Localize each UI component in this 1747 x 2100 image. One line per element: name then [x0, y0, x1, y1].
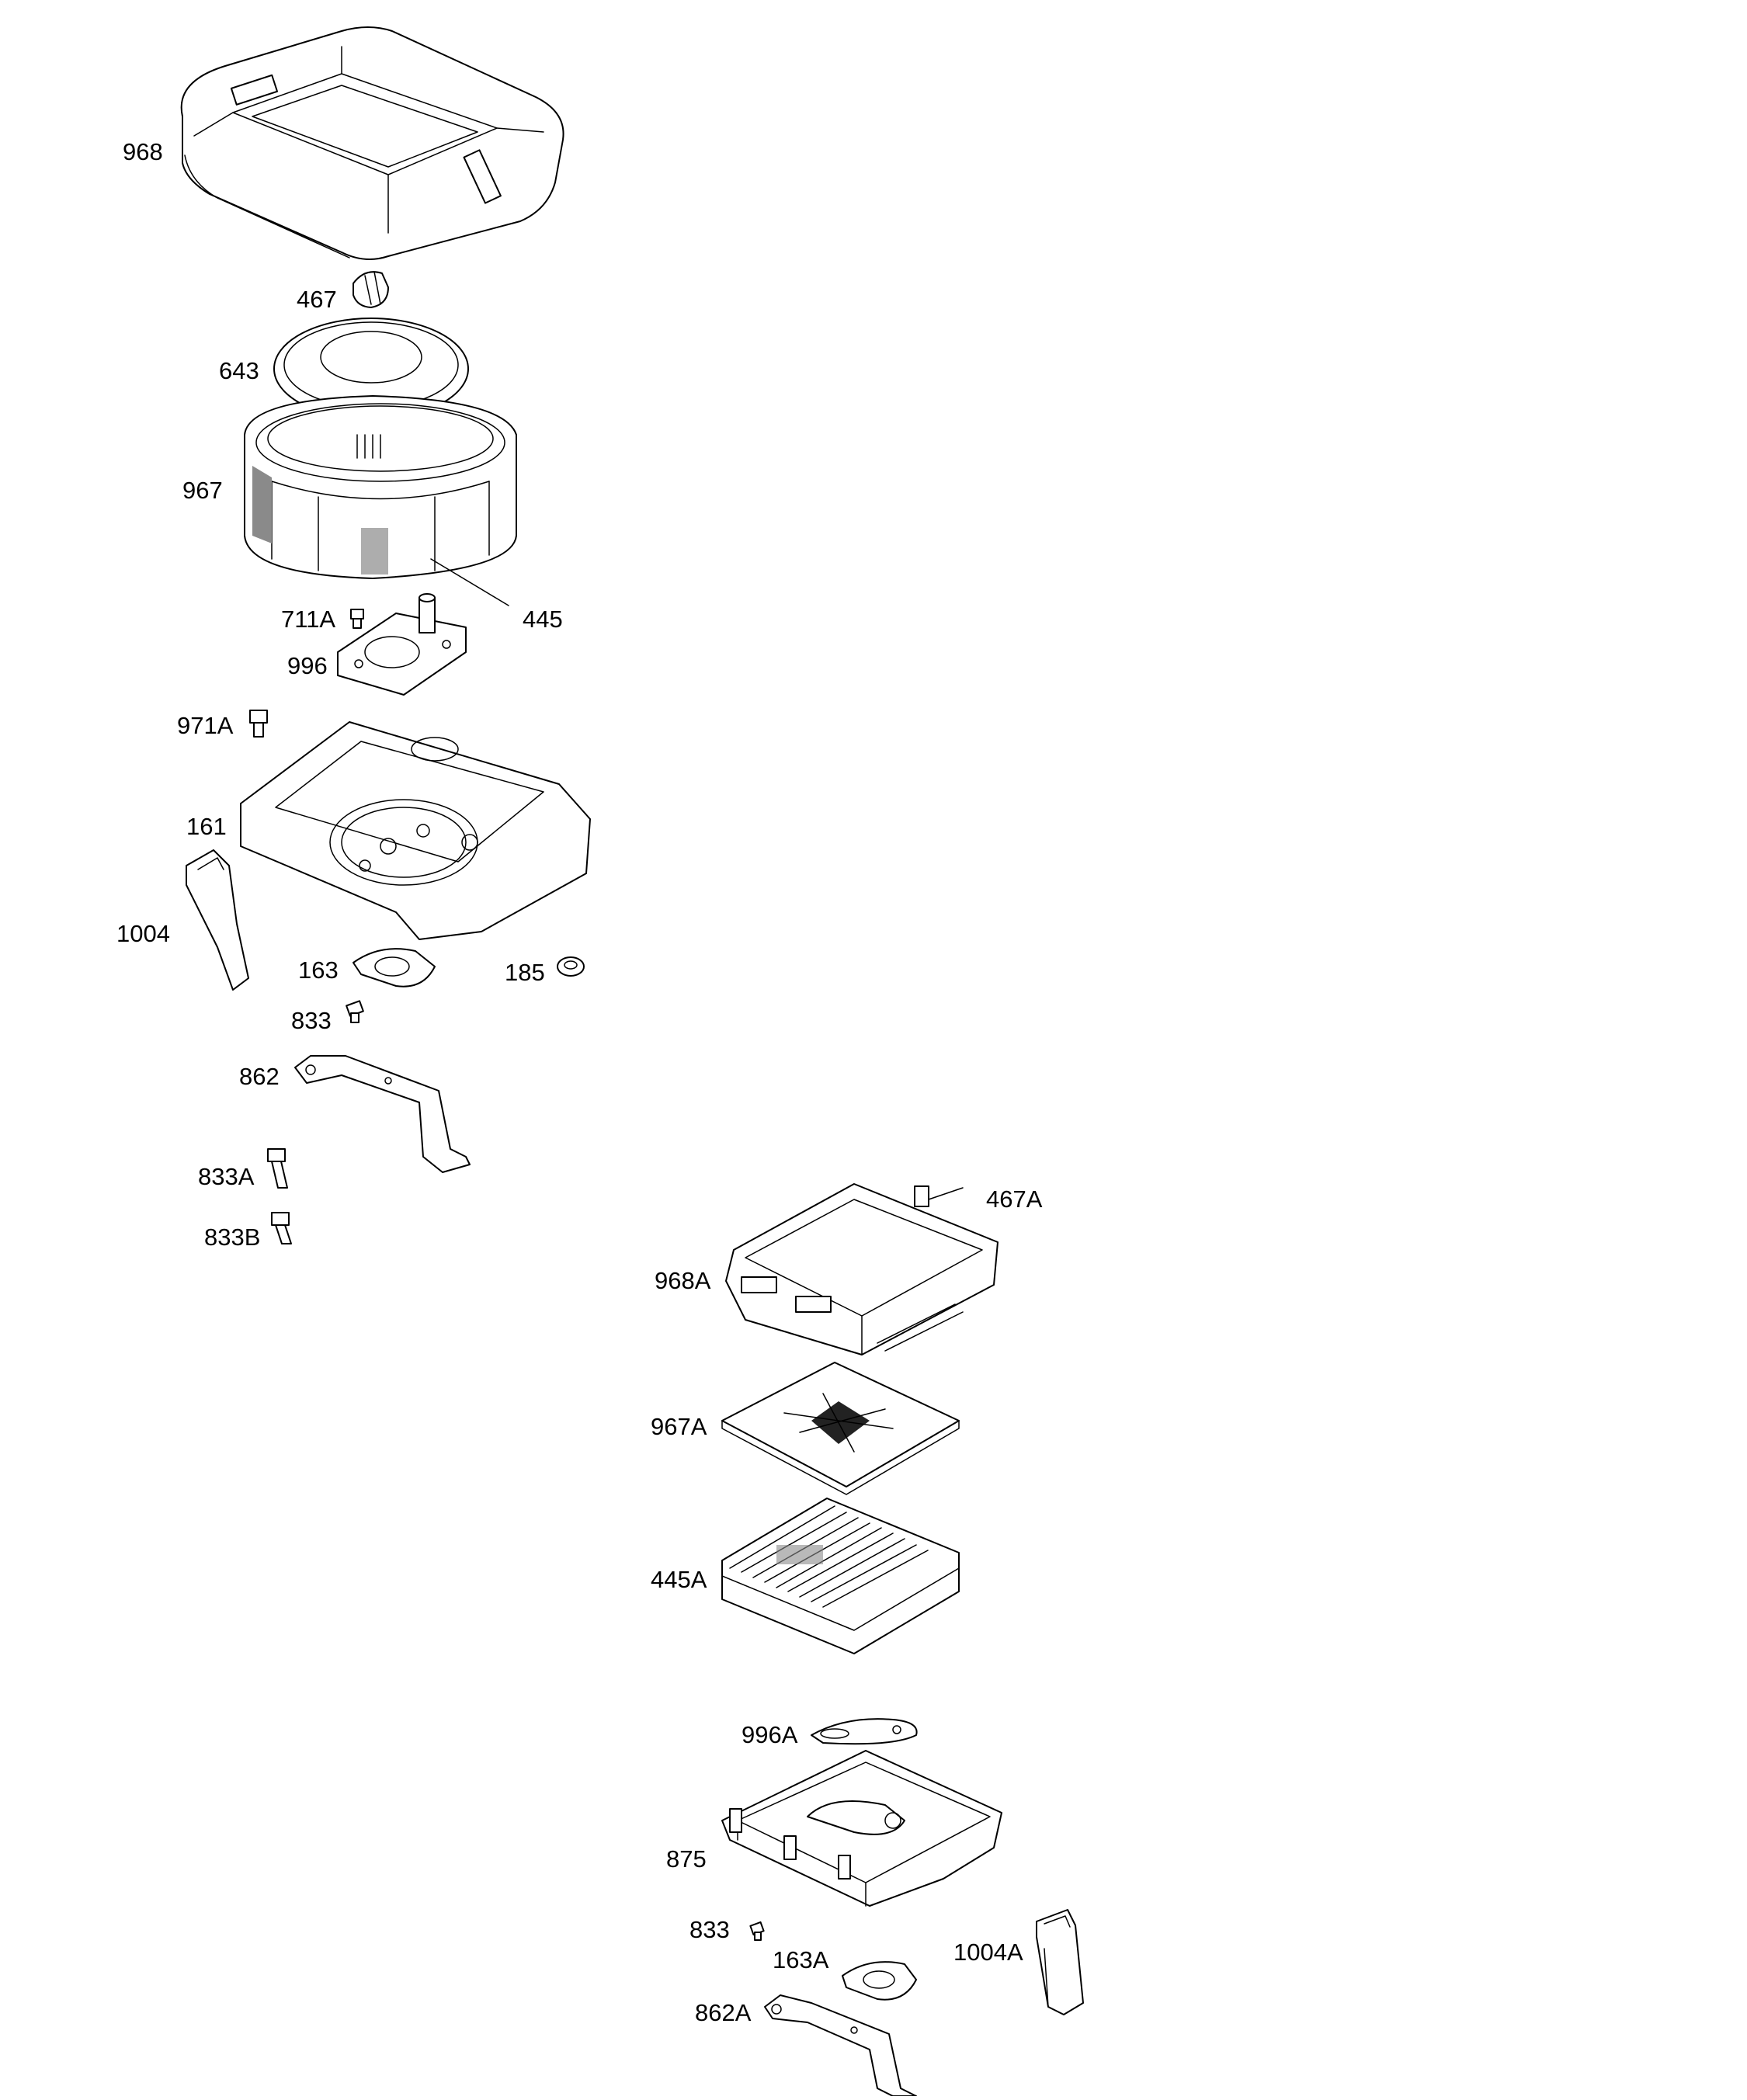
leader-445: [430, 558, 509, 606]
part-968-cover-drawing: [180, 26, 564, 260]
label-445A: 445A: [651, 1566, 707, 1593]
part-711A-screw-drawing: [350, 609, 364, 629]
label-862: 862: [239, 1063, 280, 1090]
part-161-base-drawing: [240, 721, 591, 940]
part-163-gasket-drawing: [353, 948, 436, 988]
part-862-bracket-drawing: [294, 1055, 471, 1173]
label-161: 161: [186, 813, 227, 840]
part-833B-bolt-drawing: [271, 1212, 292, 1244]
part-967-filter-drawing: [244, 395, 517, 579]
part-996-plate-drawing: [337, 593, 467, 696]
part-185-nut-drawing: [557, 956, 585, 977]
part-1004A-duct-drawing: [1036, 1909, 1084, 2015]
label-875: 875: [666, 1845, 707, 1873]
label-862A: 862A: [695, 1999, 752, 2026]
part-467A-knob-drawing: [914, 1185, 929, 1207]
label-971A: 971A: [177, 712, 234, 739]
part-1004-duct-drawing: [186, 849, 249, 991]
label-185: 185: [505, 959, 545, 986]
label-967A: 967A: [651, 1413, 707, 1440]
part-996A-gasket-drawing: [811, 1718, 918, 1745]
part-445A-filter-drawing: [721, 1498, 960, 1654]
label-833A: 833A: [198, 1163, 255, 1190]
part-967A-prefilter-drawing: [721, 1362, 960, 1495]
label-445: 445: [523, 606, 563, 633]
leader-467A: [928, 1187, 964, 1200]
label-833B: 833B: [204, 1224, 260, 1251]
label-968A: 968A: [655, 1267, 711, 1294]
label-467: 467: [297, 286, 337, 313]
part-875-base-drawing: [721, 1750, 1002, 1907]
part-163A-gasket-drawing: [842, 1961, 917, 2001]
part-467-wing-nut-drawing: [353, 271, 389, 308]
label-163A: 163A: [773, 1946, 829, 1973]
label-1004: 1004: [116, 920, 170, 947]
label-467A: 467A: [986, 1185, 1043, 1213]
label-1004A: 1004A: [953, 1939, 1023, 1966]
part-862A-bracket-drawing: [764, 1994, 917, 2097]
part-833-screw-drawing: [346, 1000, 364, 1023]
label-711A: 711A: [281, 606, 335, 633]
label-967: 967: [182, 477, 223, 504]
label-996: 996: [287, 652, 328, 679]
label-968: 968: [123, 138, 163, 165]
label-163: 163: [298, 956, 339, 984]
part-833-right-screw-drawing: [749, 1921, 765, 1941]
part-833A-bolt-drawing: [267, 1148, 288, 1189]
part-968A-cover-drawing: [725, 1183, 999, 1355]
label-833-right: 833: [689, 1916, 730, 1943]
part-971A-bolt-drawing: [249, 710, 268, 738]
label-996A: 996A: [742, 1721, 798, 1748]
label-643: 643: [219, 357, 259, 384]
label-833: 833: [291, 1007, 332, 1034]
